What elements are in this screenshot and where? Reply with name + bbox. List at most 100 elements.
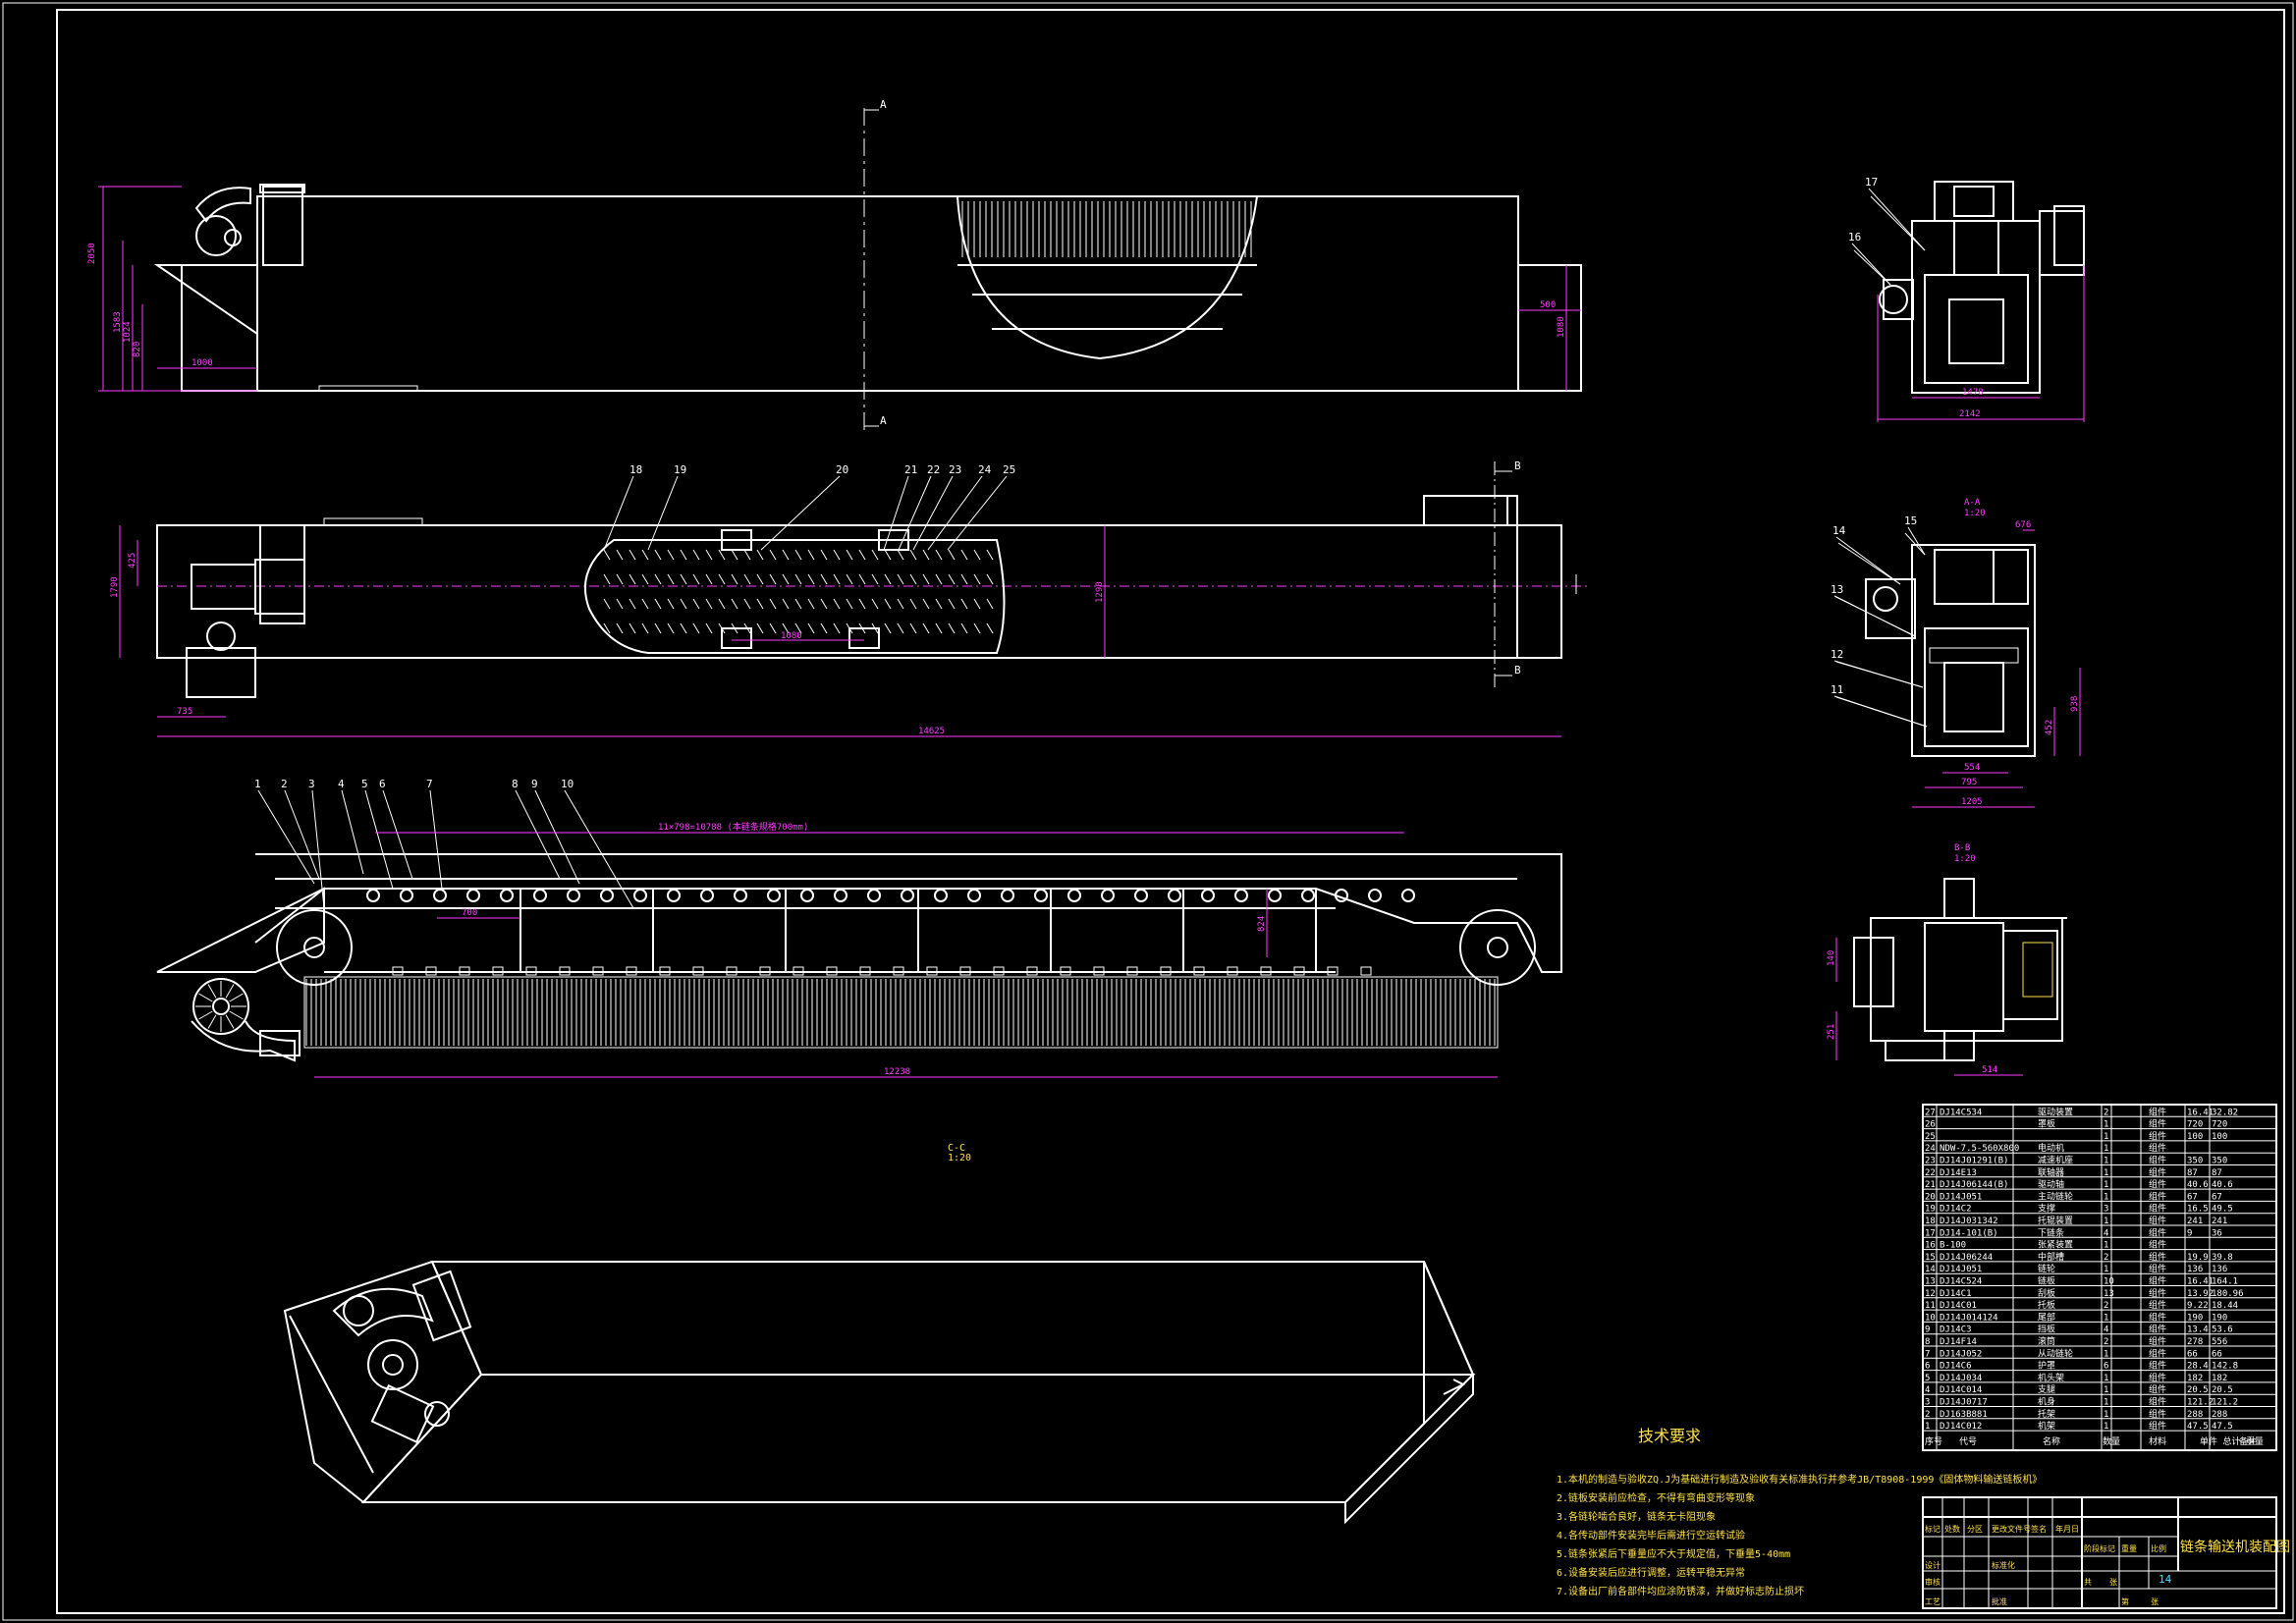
tech-req-item: 1.本机的制造与验收ZQ.J为基础进行制造及验收有关标准执行并参考JB/T890… <box>1557 1473 2042 1486</box>
bom-header-cell: 单件 总计 重量 <box>2200 1435 2264 1447</box>
title-block-label: 更改文件号 <box>1992 1524 2031 1534</box>
bom-cell: 支腿 <box>2038 1383 2055 1395</box>
balloon-leader <box>564 789 634 909</box>
bom-cell: 9.22 <box>2187 1301 2209 1311</box>
section-b-label-top: B <box>1514 460 1521 472</box>
bom-cell: 挡板 <box>2038 1324 2055 1335</box>
bom-cell: DJ14J06244 <box>1940 1253 1993 1263</box>
sheet-count: 14 <box>2159 1573 2172 1586</box>
balloon-13: 13 <box>1831 583 1843 596</box>
bom-cell: 9 <box>2187 1228 2192 1238</box>
bom-cell: 1 <box>2104 1265 2108 1274</box>
bom-cell: 组件 <box>2149 1299 2166 1311</box>
bom-cell: 11 <box>1925 1301 1936 1311</box>
tech-req-item: 4.各传动部件安装完毕后需进行空运转试验 <box>1557 1529 1745 1542</box>
balloon-leader <box>515 789 561 880</box>
bom-header-cell: 数量 <box>2103 1435 2120 1447</box>
section-b-label-bottom: B <box>1514 664 1521 676</box>
bom-cell: 67 <box>2212 1192 2222 1202</box>
bom-cell: 滚筒 <box>2038 1335 2055 1347</box>
balloon-leader <box>883 475 909 551</box>
bom-cell: 组件 <box>2149 1203 2166 1215</box>
bom-cell: 组件 <box>2149 1118 2166 1130</box>
bom-cell: 1 <box>2104 1313 2108 1323</box>
balloon-17: 17 <box>1865 176 1878 189</box>
dim-aa-w3: 1205 <box>1961 797 1983 807</box>
bom-cell: 2 <box>1925 1410 1930 1420</box>
bom-cell: DJ14C2 <box>1940 1205 1972 1215</box>
bom-cell: 15 <box>1925 1253 1936 1263</box>
bom-cell: 组件 <box>2149 1396 2166 1408</box>
dim-top-w2: 500 <box>1540 300 1556 310</box>
balloon-3: 3 <box>308 778 315 790</box>
bom-cell: 1 <box>2104 1410 2108 1420</box>
bom-cell: 3 <box>1925 1398 1930 1408</box>
balloon-leader <box>927 475 983 551</box>
bom-cell: DJ14E13 <box>1940 1168 1977 1178</box>
balloon-leader <box>311 789 325 909</box>
bom-cell: DJ14C6 <box>1940 1362 1972 1372</box>
title-block-label: 签名 <box>2031 1524 2047 1534</box>
bom-cell: 16.41 <box>2187 1108 2214 1117</box>
bom-cell: 1 <box>2104 1157 2108 1166</box>
balloon-14: 14 <box>1832 524 1846 537</box>
title-block-label: 阶段标记 <box>2084 1543 2115 1553</box>
bom-cell: DJ14J01291(B) <box>1940 1157 2008 1166</box>
title-block-label: 审核 <box>1925 1577 1941 1587</box>
dim-end-w1: 1478 <box>1962 388 1984 398</box>
bb-scale: 1:20 <box>1954 854 1976 864</box>
bom-cell: 组件 <box>2149 1263 2166 1274</box>
bom-cell: DJ14C1 <box>1940 1289 1972 1299</box>
bom-header-cell: 序号 <box>1925 1435 1942 1447</box>
balloon-8: 8 <box>512 778 519 790</box>
bom-cell: 减速机座 <box>2038 1155 2073 1166</box>
bom-cell: 10 <box>2104 1277 2114 1287</box>
balloon-20: 20 <box>836 463 848 476</box>
bom-cell: 40.6 <box>2212 1180 2233 1190</box>
bom-cell: 机头架 <box>2038 1372 2064 1383</box>
bom-cell: 组件 <box>2149 1372 2166 1383</box>
balloon-leader <box>898 475 932 551</box>
dim-mid-total: 14625 <box>918 727 945 736</box>
dim-mid-h3: 1290 <box>1095 581 1105 603</box>
balloon-leader <box>912 475 954 551</box>
balloon-7: 7 <box>426 778 433 790</box>
bom-cell: 机架 <box>2038 1420 2055 1432</box>
bom-cell: 托辊装置 <box>2038 1215 2073 1226</box>
bom-cell: DJ14-101(B) <box>1940 1228 1998 1238</box>
bom-cell: 1 <box>2104 1374 2108 1383</box>
bom-cell: 19 <box>1925 1205 1936 1215</box>
bom-cell: 组件 <box>2149 1360 2166 1372</box>
bom-cell: 39.8 <box>2212 1253 2233 1263</box>
bom-cell: 4 <box>2104 1228 2108 1238</box>
bom-cell: 联轴器 <box>2038 1166 2064 1178</box>
bom-cell: 组件 <box>2149 1347 2166 1359</box>
balloon-leader <box>1851 243 1891 286</box>
bom-cell: 26 <box>1925 1120 1936 1130</box>
aa-scale: 1:20 <box>1964 509 1986 518</box>
bom-cell: 组件 <box>2149 1383 2166 1395</box>
bom-cell: 556 <box>2212 1337 2227 1347</box>
bom-cell: 组件 <box>2149 1408 2166 1420</box>
section-a-label-bottom: A <box>880 414 887 427</box>
bom-cell: 14 <box>1925 1265 1936 1274</box>
bom-cell: 13.4 <box>2187 1325 2209 1335</box>
balloon-leader <box>1833 595 1916 637</box>
bom-cell: DJ14J06144(B) <box>1940 1180 2008 1190</box>
bom-cell: 17 <box>1925 1228 1936 1238</box>
bom-cell: 87 <box>2212 1168 2222 1178</box>
bom-cell: 720 <box>2187 1120 2203 1130</box>
bom-cell: 21 <box>1925 1180 1936 1190</box>
title-block-label: 张 <box>2109 1578 2117 1587</box>
balloon-19: 19 <box>674 463 686 476</box>
dim-aa-w1: 554 <box>1964 763 1980 773</box>
bom-cell: 中部槽 <box>2038 1251 2064 1263</box>
dim-top-h4: 820 <box>133 342 142 357</box>
dim-bb-w1: 514 <box>1982 1065 1997 1075</box>
